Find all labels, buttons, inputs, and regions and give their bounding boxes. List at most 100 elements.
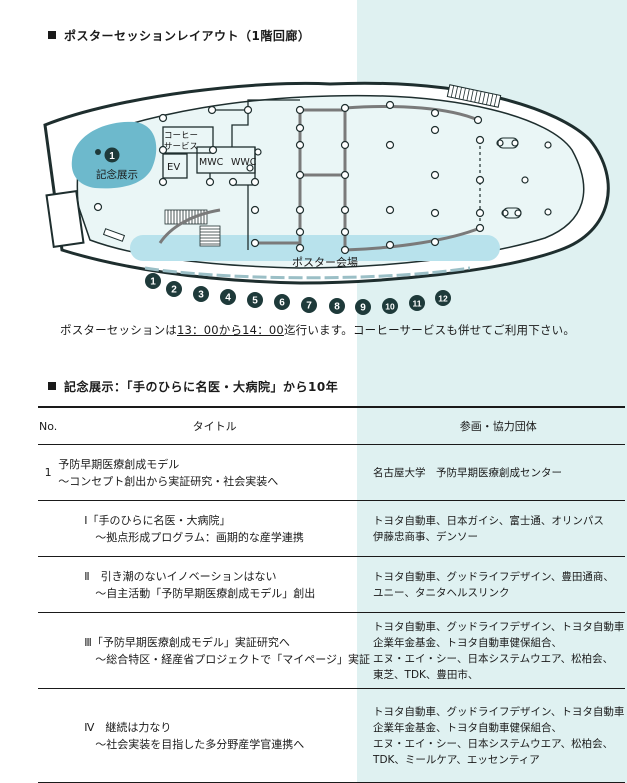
row-organizations: トヨタ自動車、グッドライフデザイン、トヨタ自動車企業年金基金、トヨタ自動車健保組… — [371, 688, 626, 783]
poster-area — [130, 235, 500, 261]
table-row: Ⅲ「予防早期医療創成モデル」実証研究へ ～総合特区・経産省プロジェクトで「マイペ… — [38, 612, 626, 689]
section-title-memorial: 記念展示：「手のひらに名医・大病院」から10年 — [48, 378, 338, 395]
booth-number: 4 — [225, 293, 231, 304]
table-header-row: No. タイトル 参画・協力団体 — [38, 406, 626, 445]
booth-number: 7 — [306, 301, 312, 312]
booth-number: 8 — [334, 302, 340, 313]
title-line: Ⅱ 引き潮のないイノベーションはない — [84, 569, 277, 583]
square-bullet-icon — [48, 31, 56, 39]
wwc-label: WWC — [231, 157, 257, 168]
org-line: 名古屋大学 予防早期医療創成センター — [373, 466, 563, 479]
memorial-number: 1 — [109, 151, 115, 162]
booth-number: 10 — [385, 302, 395, 312]
title-line: Ⅲ「予防早期医療創成モデル」実証研究へ — [84, 635, 290, 649]
ev-label: EV — [167, 162, 180, 173]
title-line: ～コンセプト創出から実証研究・社会実装へ — [58, 474, 279, 488]
booth-marker-11 — [409, 295, 425, 311]
table-row: Ⅰ「手のひらに名医・大病院」 ～拠点形成プログラム：画期的な産学連携トヨタ自動車… — [38, 500, 626, 557]
booth-number: 2 — [171, 285, 177, 296]
note-suffix: 迄行います。コーヒーサービスも併せてご利用下さい。 — [283, 323, 576, 337]
section-title-text: 記念展示：「手のひらに名医・大病院」から10年 — [64, 380, 339, 394]
booth-number: 6 — [279, 298, 285, 309]
ev-room — [162, 153, 188, 179]
booth-number: 11 — [413, 299, 422, 309]
row-title: 予防早期医療創成モデル ～コンセプト創出から実証研究・社会実装へ — [58, 444, 372, 501]
org-line: エヌ・エイ・シー、日本システムウエア、松柏会、 — [373, 737, 614, 750]
coffee-room — [162, 126, 214, 154]
org-line: トヨタ自動車、グッドライフデザイン、豊田通商、 — [373, 570, 614, 583]
booth-number: 1 — [150, 277, 156, 288]
section-title-layout: ポスターセッションレイアウト（1階回廊） — [48, 27, 310, 44]
session-note: ポスターセッションは13：00から14：00迄行います。コーヒーサービスも併せて… — [60, 322, 575, 338]
section-title-text: ポスターセッションレイアウト（1階回廊） — [64, 29, 311, 43]
booth-marker-2 — [166, 281, 182, 297]
row-organizations: トヨタ自動車、グッドライフデザイン、豊田通商、ユニー、タニタヘルスリンク — [371, 556, 626, 613]
row-number: 1 — [38, 444, 59, 501]
table-row: Ⅱ 引き潮のないイノベーションはない ～自主活動「予防早期医療創成モデル」創出ト… — [38, 556, 626, 613]
booth-number: 12 — [438, 294, 448, 304]
booth-marker-4 — [220, 289, 236, 305]
org-line: 東芝、TDK、豊田市、 — [373, 668, 479, 681]
memorial-marker — [104, 147, 120, 163]
poster-hall-label: ポスター会場 — [292, 256, 358, 269]
title-line: ～総合特区・経産省プロジェクトで「マイページ」実証 — [84, 652, 371, 666]
stairs-top — [446, 84, 502, 108]
booth-number: 5 — [252, 296, 258, 307]
note-prefix: ポスターセッションは — [60, 323, 177, 337]
coffee-label: コーヒー — [164, 131, 198, 141]
title-line: ～自主活動「予防早期医療創成モデル」創出 — [84, 586, 316, 600]
square-bullet-icon — [48, 382, 56, 390]
booth-number: 9 — [360, 303, 366, 314]
entrance-mat — [102, 228, 126, 242]
row-title: Ⅳ 継続は力なり ～社会実装を目指した多分野産学官連携へ — [58, 688, 372, 783]
row-number — [38, 688, 59, 783]
org-line: トヨタ自動車、日本ガイシ、富士通、オリンパス — [373, 514, 604, 527]
row-organizations: トヨタ自動車、グッドライフデザイン、トヨタ自動車企業年金基金、トヨタ自動車健保組… — [371, 612, 626, 689]
org-line: トヨタ自動車、グッドライフデザイン、トヨタ自動車 — [373, 620, 625, 633]
org-line: エヌ・エイ・シー、日本システムウエア、松柏会、 — [373, 652, 614, 665]
booth-marker-9 — [355, 299, 371, 315]
booth-number: 3 — [198, 290, 204, 301]
mwc-label: MWC — [199, 157, 224, 168]
poster-panels — [144, 266, 471, 280]
row-title: Ⅰ「手のひらに名医・大病院」 ～拠点形成プログラム：画期的な産学連携 — [58, 500, 372, 557]
stairs-lower — [164, 209, 221, 247]
column-nodes — [93, 100, 552, 255]
coffee-label-2: サービス — [164, 142, 198, 152]
row-title: Ⅱ 引き潮のないイノベーションはない ～自主活動「予防早期医療創成モデル」創出 — [58, 556, 372, 613]
title-line: ～社会実装を目指した多分野産学官連携へ — [84, 737, 305, 751]
booth-marker-6 — [274, 294, 290, 310]
booth-marker-8 — [329, 298, 345, 314]
entrance — [45, 190, 85, 248]
org-line: ユニー、タニタヘルスリンク — [373, 586, 510, 599]
booth-marker-7 — [301, 297, 317, 313]
booth-marker-5 — [247, 292, 263, 308]
row-number — [38, 500, 59, 557]
memorial-dot — [95, 149, 101, 155]
header-org: 参画・協力団体 — [371, 406, 626, 445]
org-line: TDK、ミールケア、エッセンティア — [373, 753, 540, 766]
row-title: Ⅲ「予防早期医療創成モデル」実証研究へ ～総合特区・経産省プロジェクトで「マイペ… — [58, 612, 372, 689]
tables — [497, 137, 522, 219]
booth-marker-12 — [435, 290, 451, 306]
booth-marker-1 — [145, 273, 161, 289]
title-line: Ⅰ「手のひらに名医・大病院」 — [84, 513, 231, 527]
row-number — [38, 612, 59, 689]
row-organizations: トヨタ自動車、日本ガイシ、富士通、オリンパス伊藤忠商事、デンソー — [371, 500, 626, 557]
title-line: ～拠点形成プログラム：画期的な産学連携 — [84, 530, 304, 544]
org-line: 企業年金基金、トヨタ自動車健保組合、 — [373, 636, 563, 649]
header-title: タイトル — [58, 406, 372, 445]
title-line: 予防早期医療創成モデル — [58, 457, 180, 471]
memorial-label: 記念展示 — [96, 168, 138, 181]
header-no: No. — [38, 406, 59, 445]
row-organizations: 名古屋大学 予防早期医療創成センター — [371, 444, 626, 501]
booth-marker-3 — [193, 286, 209, 302]
title-line: Ⅳ 継続は力なり — [84, 720, 172, 734]
org-line: 企業年金基金、トヨタ自動車健保組合、 — [373, 721, 563, 734]
org-line: 伊藤忠商事、デンソー — [373, 530, 479, 543]
corridor-floor — [76, 94, 585, 269]
